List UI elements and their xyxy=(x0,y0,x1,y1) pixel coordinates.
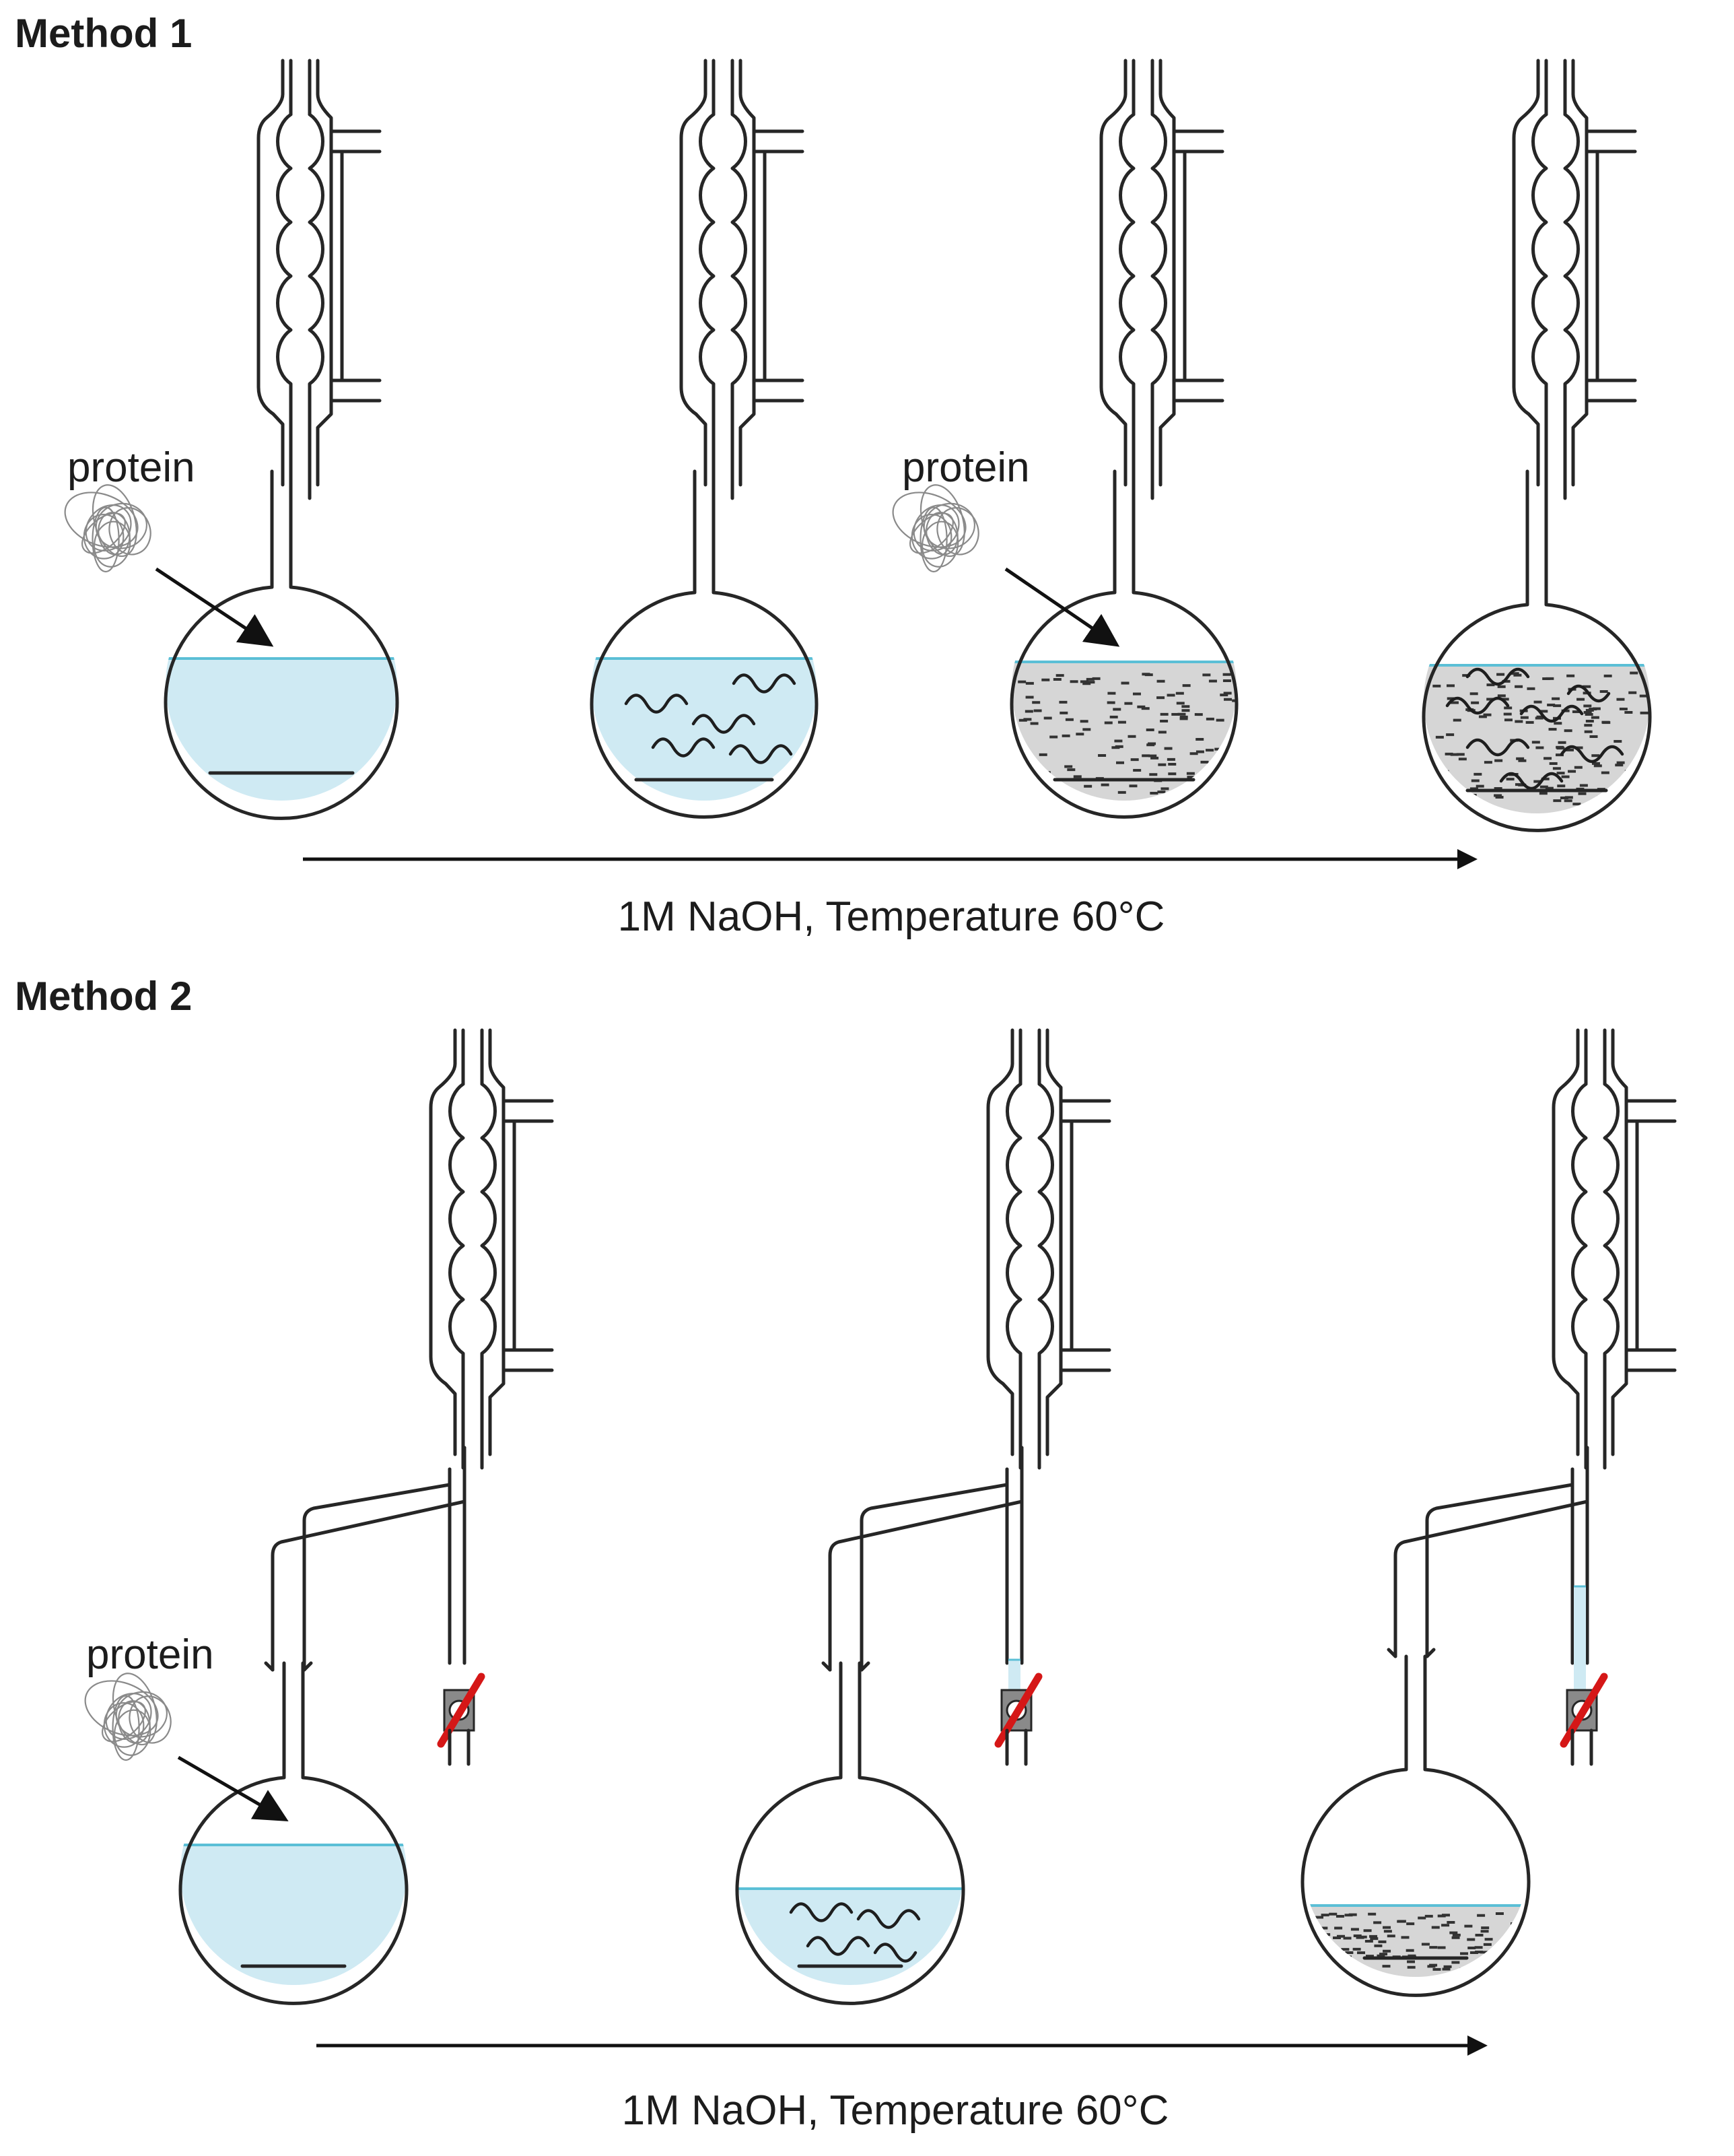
distillation-side-arm xyxy=(1393,1446,1589,1690)
reflux-condenser xyxy=(256,59,382,500)
stopcock xyxy=(1560,1673,1608,1766)
collected-liquid xyxy=(1008,1660,1020,1690)
stopcock xyxy=(994,1673,1043,1766)
dissolved-protein xyxy=(624,673,796,764)
method2-step3 xyxy=(1300,1028,1677,1997)
dissolved-protein xyxy=(1445,667,1624,790)
round-bottom-flask xyxy=(164,469,399,820)
stopcock xyxy=(437,1673,485,1766)
method1-step2 xyxy=(590,59,819,819)
add-protein-arrow xyxy=(177,1755,289,1822)
process-conditions: 1M NaOH, Temperature 60°C xyxy=(618,894,1165,940)
method1-step1 xyxy=(164,59,399,820)
protein-label: protein xyxy=(902,444,1030,491)
distillation-side-arm xyxy=(828,1446,1024,1690)
distillation-side-arm xyxy=(271,1446,466,1672)
naoh-liquid xyxy=(166,659,397,801)
add-protein-arrow xyxy=(155,567,274,647)
round-bottom-flask xyxy=(590,469,819,819)
round-bottom-flask xyxy=(1010,469,1239,819)
round-bottom-flask xyxy=(1422,469,1652,832)
method1-step4 xyxy=(1422,59,1652,832)
protein-tangle-icon xyxy=(64,484,151,573)
method1-title: Method 1 xyxy=(15,11,192,56)
hydrolysate xyxy=(1012,662,1237,801)
protein-label: protein xyxy=(67,444,195,491)
round-bottom-flask xyxy=(1300,1648,1531,1997)
collected-liquid xyxy=(1574,1586,1586,1690)
method2-step2 xyxy=(735,1028,1111,2005)
process-conditions: 1M NaOH, Temperature 60°C xyxy=(622,2087,1169,2134)
method2-title: Method 2 xyxy=(15,974,192,1019)
protein-tangle-icon xyxy=(892,484,979,573)
dissolved-protein xyxy=(789,1902,921,1963)
round-bottom-flask xyxy=(178,1661,409,2005)
method1-step3 xyxy=(1010,59,1239,819)
method2-step1 xyxy=(178,1028,554,2005)
protein-tangle-icon xyxy=(84,1673,172,1761)
round-bottom-flask xyxy=(735,1661,965,2005)
protein-label: protein xyxy=(86,1631,214,1678)
add-protein-arrow xyxy=(1004,567,1120,647)
